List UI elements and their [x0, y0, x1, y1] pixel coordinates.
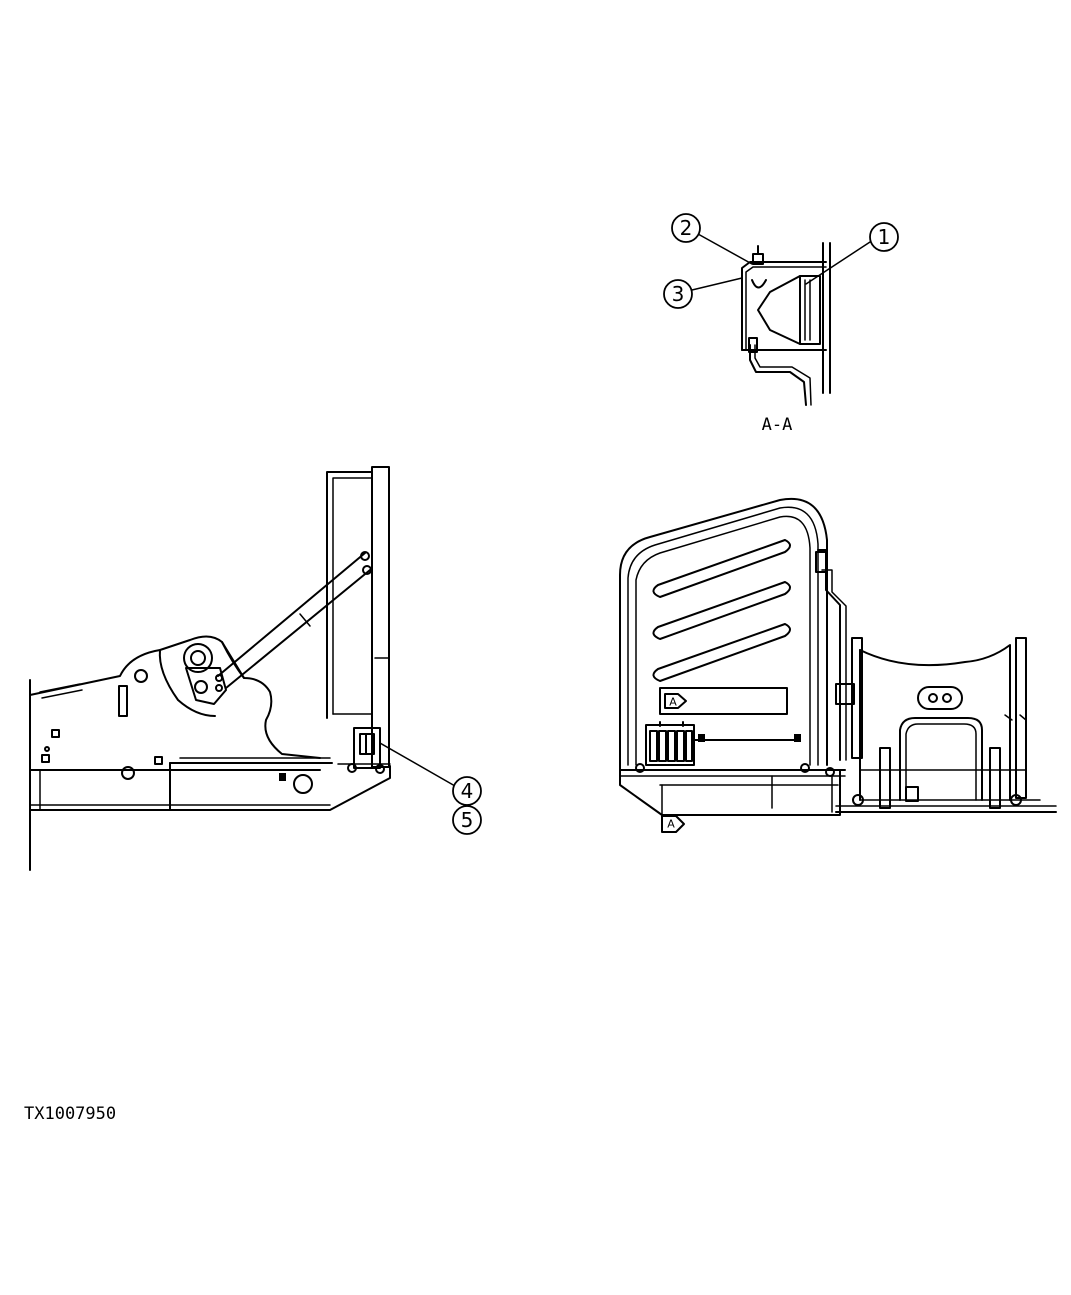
callout-2: 2	[671, 213, 701, 243]
callout-4: 4	[452, 776, 482, 806]
callout-4-number: 4	[461, 779, 474, 803]
section-marker-bottom: A	[667, 818, 675, 831]
side-view	[29, 466, 456, 871]
section-label: A-A	[762, 415, 793, 435]
callout-3-number: 3	[672, 282, 685, 306]
callout-5: 5	[452, 805, 482, 835]
rear-view: A A	[619, 497, 1057, 833]
callout-5-number: 5	[461, 808, 474, 832]
callout-3: 3	[663, 279, 693, 309]
callout-1-number: 1	[878, 225, 891, 249]
drawing-id-label: TX1007950	[24, 1104, 117, 1124]
section-marker-top: A	[669, 696, 677, 709]
callout-2-number: 2	[680, 216, 693, 240]
section-a-a-view	[691, 233, 871, 406]
callout-1: 1	[869, 222, 899, 252]
